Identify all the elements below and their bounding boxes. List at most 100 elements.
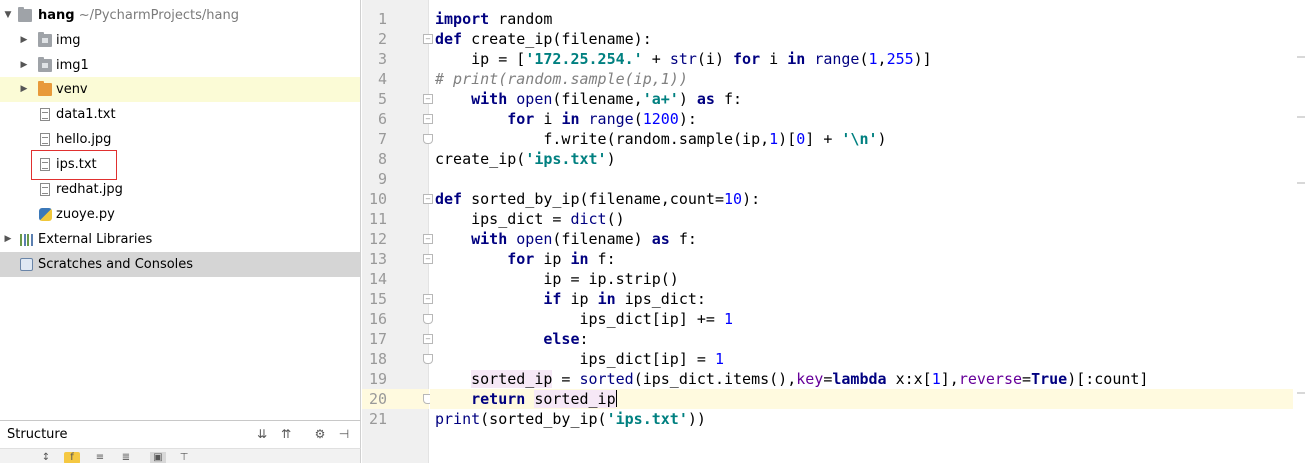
code-line-14[interactable]: ip = ip.strip() — [430, 269, 1307, 289]
code-line-2[interactable]: def create_ip(filename): — [430, 29, 1307, 49]
code-line-4[interactable]: # print(random.sample(ip,1)) — [430, 69, 1307, 89]
code-line-5[interactable]: with open(filename,'a+') as f: — [430, 89, 1307, 109]
gutter-line-13[interactable]: 13− — [362, 249, 433, 269]
code-line-text: for i in range(1200): — [507, 110, 697, 128]
text-caret — [615, 390, 617, 407]
code-line-text: ip = ['172.25.254.' + str(i) for i in ra… — [435, 50, 932, 68]
chevron-right-icon[interactable]: ▶ — [20, 84, 28, 94]
tree-root-hang[interactable]: ▼ hang ~/PycharmProjects/hang — [0, 3, 360, 28]
line-number: 15 — [368, 290, 387, 308]
code-line-15[interactable]: if ip in ips_dict: — [430, 289, 1307, 309]
line-number: 12 — [368, 230, 387, 248]
line-number: 6 — [377, 110, 387, 128]
chevron-right-icon[interactable]: ▶ — [20, 35, 28, 45]
fold-marker-icon[interactable]: − — [423, 94, 433, 104]
code-line-7[interactable]: f.write(random.sample(ip,1)[0] + '\n') — [430, 129, 1307, 149]
code-line-3[interactable]: ip = ['172.25.254.' + str(i) for i in ra… — [430, 49, 1307, 69]
code-line-13[interactable]: for ip in f: — [430, 249, 1307, 269]
show-fields-icon[interactable]: f — [64, 452, 80, 463]
chevron-right-icon[interactable]: ▶ — [20, 60, 28, 70]
gutter-line-10[interactable]: 10− — [362, 189, 433, 209]
expand-icon[interactable]: ⊤ — [179, 452, 189, 463]
code-line-1[interactable]: import random — [430, 9, 1307, 29]
tree-item-label: data1.txt — [56, 107, 116, 122]
code-line-19[interactable]: sorted_ip = sorted(ips_dict.items(),key=… — [430, 369, 1307, 389]
code-line-9[interactable] — [430, 169, 1307, 189]
tree-item-data1-txt[interactable]: data1.txt — [0, 102, 360, 127]
code-line-12[interactable]: with open(filename) as f: — [430, 229, 1307, 249]
gutter-line-11[interactable]: 11 — [362, 209, 429, 229]
code-line-8[interactable]: create_ip('ips.txt') — [430, 149, 1307, 169]
code-line-6[interactable]: for i in range(1200): — [430, 109, 1307, 129]
gutter-line-6[interactable]: 6− — [362, 109, 433, 129]
code-line-17[interactable]: else: — [430, 329, 1307, 349]
autoscroll-to-source-icon[interactable]: ≣ — [121, 452, 131, 463]
line-number: 16 — [368, 310, 387, 328]
code-line-21[interactable]: print(sorted_by_ip('ips.txt')) — [430, 409, 1307, 429]
gutter-line-15[interactable]: 15 − — [362, 289, 433, 309]
code-line-text: ips_dict[ip] += 1 — [435, 310, 734, 328]
gutter-line-1[interactable]: 1 — [362, 9, 429, 29]
line-number: 21 — [368, 410, 387, 428]
line-number: 14 — [368, 270, 387, 288]
code-line-text — [430, 170, 435, 188]
tree-item-label: zuoye.py — [56, 207, 115, 222]
code-line-16[interactable]: ips_dict[ip] += 1 — [430, 309, 1307, 329]
tree-item-ips-txt[interactable]: ips.txt — [0, 152, 360, 177]
gutter-line-8[interactable]: 8 — [362, 149, 429, 169]
fold-marker-icon[interactable]: − — [423, 254, 433, 264]
tree-item-hello-jpg[interactable]: hello.jpg — [0, 127, 360, 152]
project-tool-window: ▼ hang ~/PycharmProjects/hang ▶ img ▶ im… — [0, 0, 361, 420]
hide-icon[interactable]: ⊣ — [338, 427, 350, 441]
image-file-icon — [40, 183, 50, 196]
expand-all-icon[interactable]: ⇊ — [256, 427, 268, 441]
line-number: 20 — [368, 390, 387, 408]
gutter-line-2[interactable]: 2− — [362, 29, 433, 49]
sort-alpha-icon[interactable]: ↕ — [41, 452, 51, 463]
autoscroll-from-source-icon[interactable]: ▣ — [150, 452, 166, 463]
gutter-line-16[interactable]: 16 — [362, 309, 433, 329]
gutter-line-20[interactable]: 20 — [362, 389, 433, 409]
tree-item-external-libraries[interactable]: ▶ External Libraries — [0, 227, 360, 252]
code-line-18[interactable]: ips_dict[ip] = 1 — [430, 349, 1307, 369]
stripe-mark — [1297, 392, 1305, 394]
code-line-11[interactable]: ips_dict = dict() — [430, 209, 1307, 229]
gutter-line-17[interactable]: 17 − — [362, 329, 433, 349]
fold-marker-icon[interactable]: − — [423, 334, 433, 344]
gutter-line-4[interactable]: 4 — [362, 69, 429, 89]
fold-marker-icon[interactable] — [423, 314, 433, 324]
gutter-line-19[interactable]: 19 — [362, 369, 429, 389]
tree-item-scratches[interactable]: Scratches and Consoles — [0, 252, 360, 277]
gutter-line-14[interactable]: 14 — [362, 269, 429, 289]
line-number: 17 — [368, 330, 387, 348]
gutter-line-5[interactable]: 5− — [362, 89, 433, 109]
tree-item-zuoye-py[interactable]: zuoye.py — [0, 202, 360, 227]
gutter-line-7[interactable]: 7 — [362, 129, 433, 149]
tree-item-img1[interactable]: ▶ img1 — [0, 53, 360, 78]
tree-item-venv[interactable]: ▶ venv — [0, 77, 360, 102]
code-line-20[interactable]: return sorted_ip — [430, 389, 1307, 409]
gutter-line-18[interactable]: 18 — [362, 349, 433, 369]
gear-icon[interactable]: ⚙ — [314, 427, 326, 441]
gutter-line-3[interactable]: 3 — [362, 49, 429, 69]
gutter-line-12[interactable]: 12 − — [362, 229, 433, 249]
gutter-line-21[interactable]: 21 — [362, 409, 429, 429]
fold-marker-icon[interactable]: − — [423, 34, 433, 44]
fold-marker-icon[interactable] — [423, 354, 433, 364]
fold-marker-icon[interactable]: − — [423, 294, 433, 304]
line-number: 18 — [368, 350, 387, 368]
folder-icon — [38, 57, 52, 72]
chevron-down-icon[interactable]: ▼ — [4, 10, 12, 20]
chevron-right-icon[interactable]: ▶ — [4, 234, 12, 244]
tree-item-redhat-jpg[interactable]: redhat.jpg — [0, 177, 360, 202]
collapse-all-icon[interactable]: ⇈ — [280, 427, 292, 441]
tree-item-img[interactable]: ▶ img — [0, 28, 360, 53]
code-line-10[interactable]: def sorted_by_ip(filename,count=10): — [430, 189, 1307, 209]
fold-marker-icon[interactable] — [423, 134, 433, 144]
fold-marker-icon[interactable]: − — [423, 194, 433, 204]
gutter-line-9[interactable]: 9 — [362, 169, 429, 189]
fold-marker-icon[interactable]: − — [423, 234, 433, 244]
show-inherited-icon[interactable]: ≡ — [95, 452, 105, 463]
fold-marker-icon[interactable]: − — [423, 114, 433, 124]
